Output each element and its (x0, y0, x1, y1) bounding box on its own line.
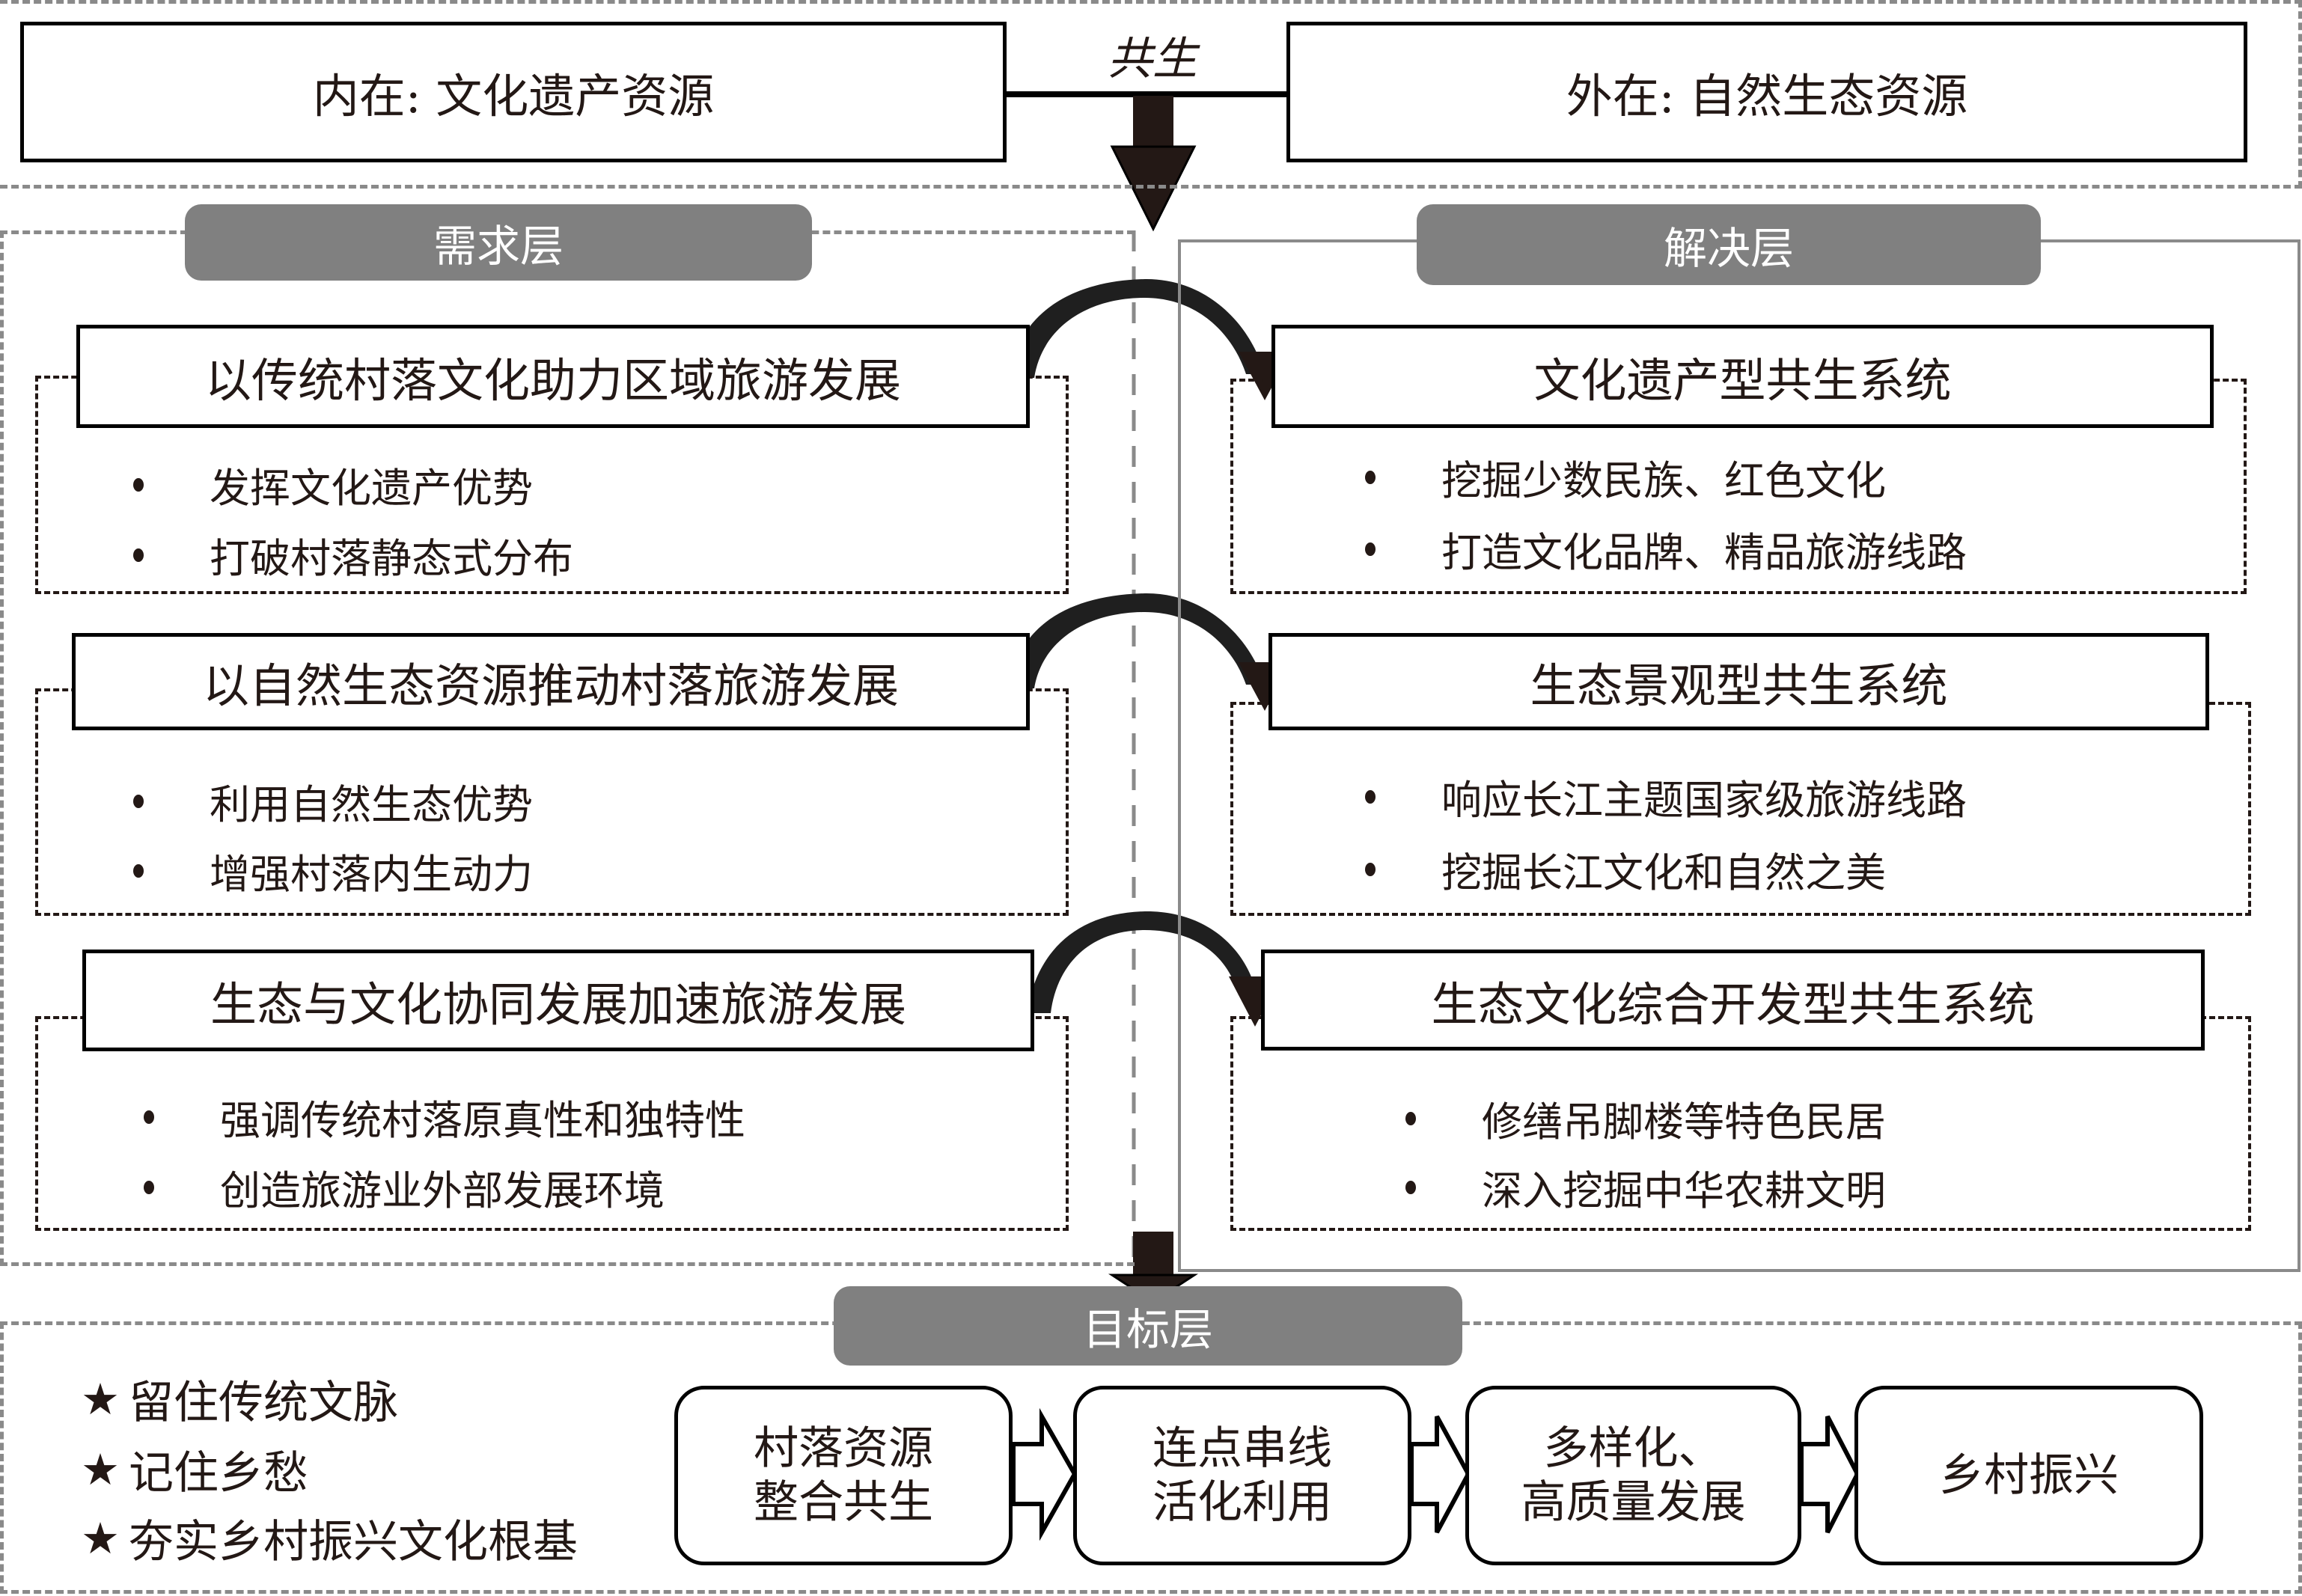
bullet-text: 增强村落内生动力 (210, 851, 533, 898)
star-icon: ★ (81, 1373, 120, 1425)
bullet-dot (133, 548, 144, 562)
demand-group-1-bullet-1: 发挥文化遗产优势 (133, 455, 533, 514)
demand-group-3-bullet-2: 创造旅游业外部发展环境 (144, 1158, 665, 1217)
goal-layer-title: 目标层 (834, 1286, 1462, 1366)
bullet-dot (1365, 789, 1376, 804)
demand-group-3-heading: 生态与文化协同发展加速旅游发展 (210, 977, 906, 1032)
demand-group-1-heading: 以传统村落文化助力区域旅游发展 (204, 353, 901, 408)
solution-group-3-bullet-1: 修缮吊脚楼等特色民居 (1405, 1089, 1886, 1148)
bullet-text: 创造旅游业外部发展环境 (220, 1167, 665, 1214)
flow-step-1: 村落资源 整合共生 (674, 1386, 1013, 1565)
flow-step-4: 乡村振兴 (1854, 1386, 2203, 1565)
flow-step-2-line-1: 连点串线 (1152, 1422, 1332, 1475)
flow-step-1-line-1: 村落资源 (754, 1422, 933, 1475)
symbiosis-label: 共生 (1108, 33, 1197, 85)
demand-group-2-heading: 以自然生态资源推动村落旅游发展 (202, 658, 899, 713)
solution-group-2-heading: 生态景观型共生系统 (1530, 658, 1948, 713)
bullet-dot (1405, 1180, 1416, 1194)
bullet-text: 挖掘长江文化和自然之美 (1441, 849, 1886, 896)
demand-layer-title: 需求层 (185, 204, 812, 281)
bullet-text: 修缮吊脚楼等特色民居 (1482, 1098, 1886, 1146)
flow-arrow-1 (1011, 1407, 1078, 1541)
inner-resource-box: 内在: 文化遗产资源 (20, 22, 1007, 162)
solution-group-2-heading-box: 生态景观型共生系统 (1268, 633, 2209, 730)
outer-resource-label: 外在: 自然生态资源 (1566, 69, 1968, 123)
flow-step-2-line-2: 活化利用 (1152, 1476, 1332, 1529)
goal-text: 记住乡愁 (129, 1447, 308, 1499)
solution-group-1-heading: 文化遗产型共生系统 (1533, 353, 1952, 408)
bullet-dot (144, 1180, 154, 1194)
demand-group-2-heading-box: 以自然生态资源推动村落旅游发展 (72, 633, 1030, 730)
goal-text: 夯实乡村振兴文化根基 (129, 1516, 578, 1568)
flow-step-1-line-2: 整合共生 (754, 1476, 933, 1529)
bullet-dot (1365, 542, 1376, 556)
goal-item-1: ★留住传统文脉 (81, 1366, 398, 1431)
solution-group-1-bullet-2: 打造文化品牌、精品旅游线路 (1365, 519, 1967, 578)
bullet-dot (133, 477, 144, 492)
solution-group-3-heading-box: 生态文化综合开发型共生系统 (1261, 950, 2205, 1051)
flow-step-3-line-2: 高质量发展 (1521, 1476, 1746, 1529)
bullet-text: 利用自然生态优势 (210, 781, 533, 828)
source-layer-frame (0, 0, 2302, 189)
solution-group-3-bullet-2: 深入挖掘中华农耕文明 (1405, 1158, 1886, 1217)
bullet-dot (1365, 862, 1376, 876)
bullet-text: 响应长江主题国家级旅游线路 (1441, 777, 1967, 824)
flow-arrow-3 (1799, 1415, 1860, 1534)
solution-group-1-bullet-1: 挖掘少数民族、红色文化 (1365, 447, 1886, 507)
bullet-dot (144, 1110, 154, 1124)
flow-step-3-line-1: 多样化、 (1543, 1422, 1724, 1475)
bullet-text: 打造文化品牌、精品旅游线路 (1441, 529, 1967, 576)
solution-group-2-bullet-2: 挖掘长江文化和自然之美 (1365, 840, 1886, 899)
goal-item-2: ★记住乡愁 (81, 1437, 308, 1502)
bullet-dot (133, 794, 144, 808)
demand-group-2-bullet-1: 利用自然生态优势 (133, 771, 533, 831)
demand-group-1-heading-box: 以传统村落文化助力区域旅游发展 (76, 325, 1030, 428)
bullet-text: 深入挖掘中华农耕文明 (1482, 1167, 1886, 1214)
goal-item-3: ★夯实乡村振兴文化根基 (81, 1505, 578, 1571)
outer-resource-box: 外在: 自然生态资源 (1286, 22, 2247, 162)
goal-text: 留住传统文脉 (129, 1377, 398, 1429)
solution-layer-title: 解决层 (1417, 204, 2041, 285)
demand-group-1-bullet-2: 打破村落静态式分布 (133, 525, 573, 584)
flow-step-3: 多样化、 高质量发展 (1465, 1386, 1801, 1565)
bullet-text: 发挥文化遗产优势 (210, 465, 533, 512)
bullet-text: 打破村落静态式分布 (210, 535, 573, 582)
star-icon: ★ (81, 1512, 120, 1564)
flow-arrow-2 (1409, 1415, 1471, 1534)
bullet-text: 强调传统村落原真性和独特性 (220, 1097, 745, 1144)
solution-group-1-heading-box: 文化遗产型共生系统 (1271, 325, 2214, 428)
star-icon: ★ (81, 1443, 120, 1495)
flow-step-4-line-1: 乡村振兴 (1939, 1449, 2119, 1502)
solution-group-3-heading: 生态文化综合开发型共生系统 (1431, 976, 2035, 1032)
demand-group-2-bullet-2: 增强村落内生动力 (133, 841, 533, 900)
inner-resource-label: 内在: 文化遗产资源 (312, 69, 715, 123)
flow-step-2: 连点串线 活化利用 (1073, 1386, 1411, 1565)
demand-group-3-heading-box: 生态与文化协同发展加速旅游发展 (82, 950, 1034, 1051)
solution-group-2-bullet-1: 响应长江主题国家级旅游线路 (1365, 767, 1967, 826)
bullet-dot (1365, 470, 1376, 484)
bullet-text: 挖掘少数民族、红色文化 (1441, 457, 1886, 504)
demand-group-3-bullet-1: 强调传统村落原真性和独特性 (144, 1087, 745, 1146)
bullet-dot (1405, 1111, 1416, 1125)
bullet-dot (133, 863, 144, 878)
